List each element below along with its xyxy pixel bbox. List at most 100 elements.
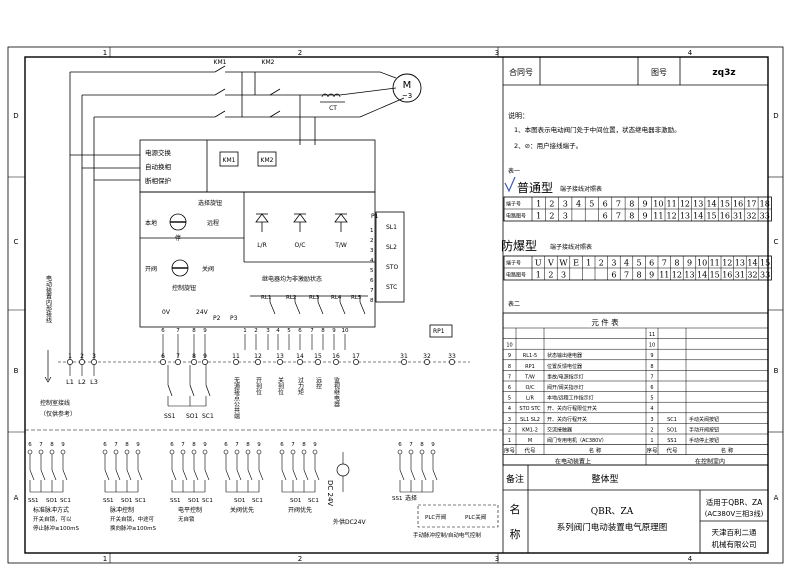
table-cell: 33 (760, 271, 770, 280)
terminal-number: 9 (431, 442, 435, 448)
led-label-lr: L/R (257, 242, 267, 249)
pushbutton-label: SC1 (308, 498, 319, 504)
table-cell: 12 (667, 212, 677, 221)
p2-label: P2 (213, 315, 221, 322)
table-cell: 4 (624, 259, 629, 268)
table-cell: STO STC (519, 406, 541, 412)
drawing-no-value: zq3z (712, 68, 735, 78)
table-cell: 18 (760, 200, 770, 209)
table-cell: W (559, 259, 568, 268)
side-text-reference: （仅供参考） (40, 410, 76, 418)
p3-terminal-number: 10 (342, 328, 349, 334)
remarks-value: 整体型 (591, 473, 618, 485)
p3-terminal-number: 1 (243, 328, 247, 334)
note-1: 1、本图表示电动阀门处于中间位置，状态继电器非激励。 (514, 125, 681, 134)
terminal-number: 9 (313, 442, 317, 448)
table-cell: 3 (561, 271, 566, 280)
table-cell: 16 (720, 212, 730, 221)
row-label: D (13, 112, 18, 120)
table-cell: 1 (536, 212, 541, 221)
table-cell: 11 (667, 200, 677, 209)
p3-terminal-number: 4 (276, 328, 280, 334)
terminal-icon (419, 449, 425, 455)
relay-label: RL3 (309, 295, 320, 301)
wire (40, 469, 46, 481)
table-cell: 1 (508, 438, 511, 444)
terminal-icon (180, 449, 186, 455)
p1-terminal-number: 8 (370, 298, 374, 304)
terminal-icon (234, 449, 240, 455)
table-cell: 3 (563, 200, 568, 209)
pushbutton-label: SS1 (28, 498, 38, 504)
table-cell: 事故/电源指示灯 (547, 373, 584, 380)
table-cell: 11 (659, 271, 669, 280)
table-cell: 10 (653, 200, 663, 209)
led-label-tw: T/W (334, 242, 347, 249)
terminal-icon (277, 359, 283, 365)
terminal-icon (60, 449, 66, 455)
pushbutton-label: SC1 (60, 498, 71, 504)
row-label: B (774, 367, 779, 375)
table-cell: 14 (706, 200, 716, 209)
terminal-icon (256, 449, 262, 455)
mode-standard-desc2: 停止脉冲≥100mS (33, 524, 79, 532)
col-label: 3 (495, 49, 499, 57)
explosion-type-name: 防爆型 (501, 238, 537, 253)
row-label: A (774, 494, 779, 502)
table-cell: 15 (706, 212, 716, 221)
wire (421, 469, 427, 481)
relay-output-label: 开到位 (255, 377, 262, 395)
wire (29, 469, 35, 481)
terminal-icon (102, 449, 108, 455)
terminal-icon (191, 359, 197, 365)
terminal-number: 7 (409, 442, 413, 448)
table-cell: 3 (508, 417, 511, 423)
table-header: 元 件 表 (591, 317, 619, 327)
relay-output-label: 无源接点公共端 (233, 377, 240, 420)
relay-label: RL1 (261, 295, 271, 301)
table-cell: 9 (643, 200, 648, 209)
pushbutton-label: SO1 (186, 413, 199, 420)
terminal-number: 6 (161, 353, 165, 360)
p1-terminal-number: 2 (370, 238, 374, 244)
pushbutton-label: SO1 (121, 498, 132, 504)
wire (281, 469, 287, 481)
table-cell: 7 (616, 212, 621, 221)
terminal-icon (430, 449, 436, 455)
table-cell: RP1 (525, 364, 535, 370)
p1-terminal-number: 1 (370, 228, 374, 234)
row-label: C (14, 238, 19, 246)
frame-labels: 1 2 3 4 1 2 3 4 D C B A D C B A (13, 49, 778, 563)
p2-terminal-number: 9 (203, 328, 207, 334)
table-cell: 12 (680, 200, 690, 209)
table-cell: 15 (760, 259, 770, 268)
wire (189, 384, 195, 397)
wire (292, 469, 298, 481)
terminal-number: 17 (352, 353, 360, 360)
pushbutton-label: SC1 (202, 413, 214, 420)
notes-title: 说明： (508, 111, 529, 120)
relay-output-labels: 无源接点公共端开到位关到位过力矩远控监视继电器 (233, 376, 340, 420)
terminal-number: 9 (203, 353, 207, 360)
relay-label: RL5 (351, 295, 362, 301)
header-block (502, 57, 768, 553)
table-cell: 17 (746, 200, 756, 209)
mode-level: 电平控制 (178, 506, 202, 514)
row-label: C (774, 238, 779, 246)
relay-output-label: 监视继电器 (333, 376, 340, 408)
select-label: 选择 (405, 494, 417, 502)
switch-sl2: SL2 (386, 244, 397, 251)
table-cell: 14 (697, 271, 707, 280)
table-bottom-left: 在电动装置上 (555, 458, 591, 466)
remarks-label: 备注 (506, 473, 524, 485)
mode-level-desc1: 无自锁 (178, 515, 195, 523)
table-cell: 15 (720, 200, 730, 209)
table-cell: V (547, 259, 554, 268)
mode-pulse: 脉冲控制 (110, 506, 134, 514)
terminal-number: 7 (176, 353, 180, 360)
plc-box (417, 504, 499, 528)
wire (399, 469, 405, 481)
wire (432, 469, 438, 481)
